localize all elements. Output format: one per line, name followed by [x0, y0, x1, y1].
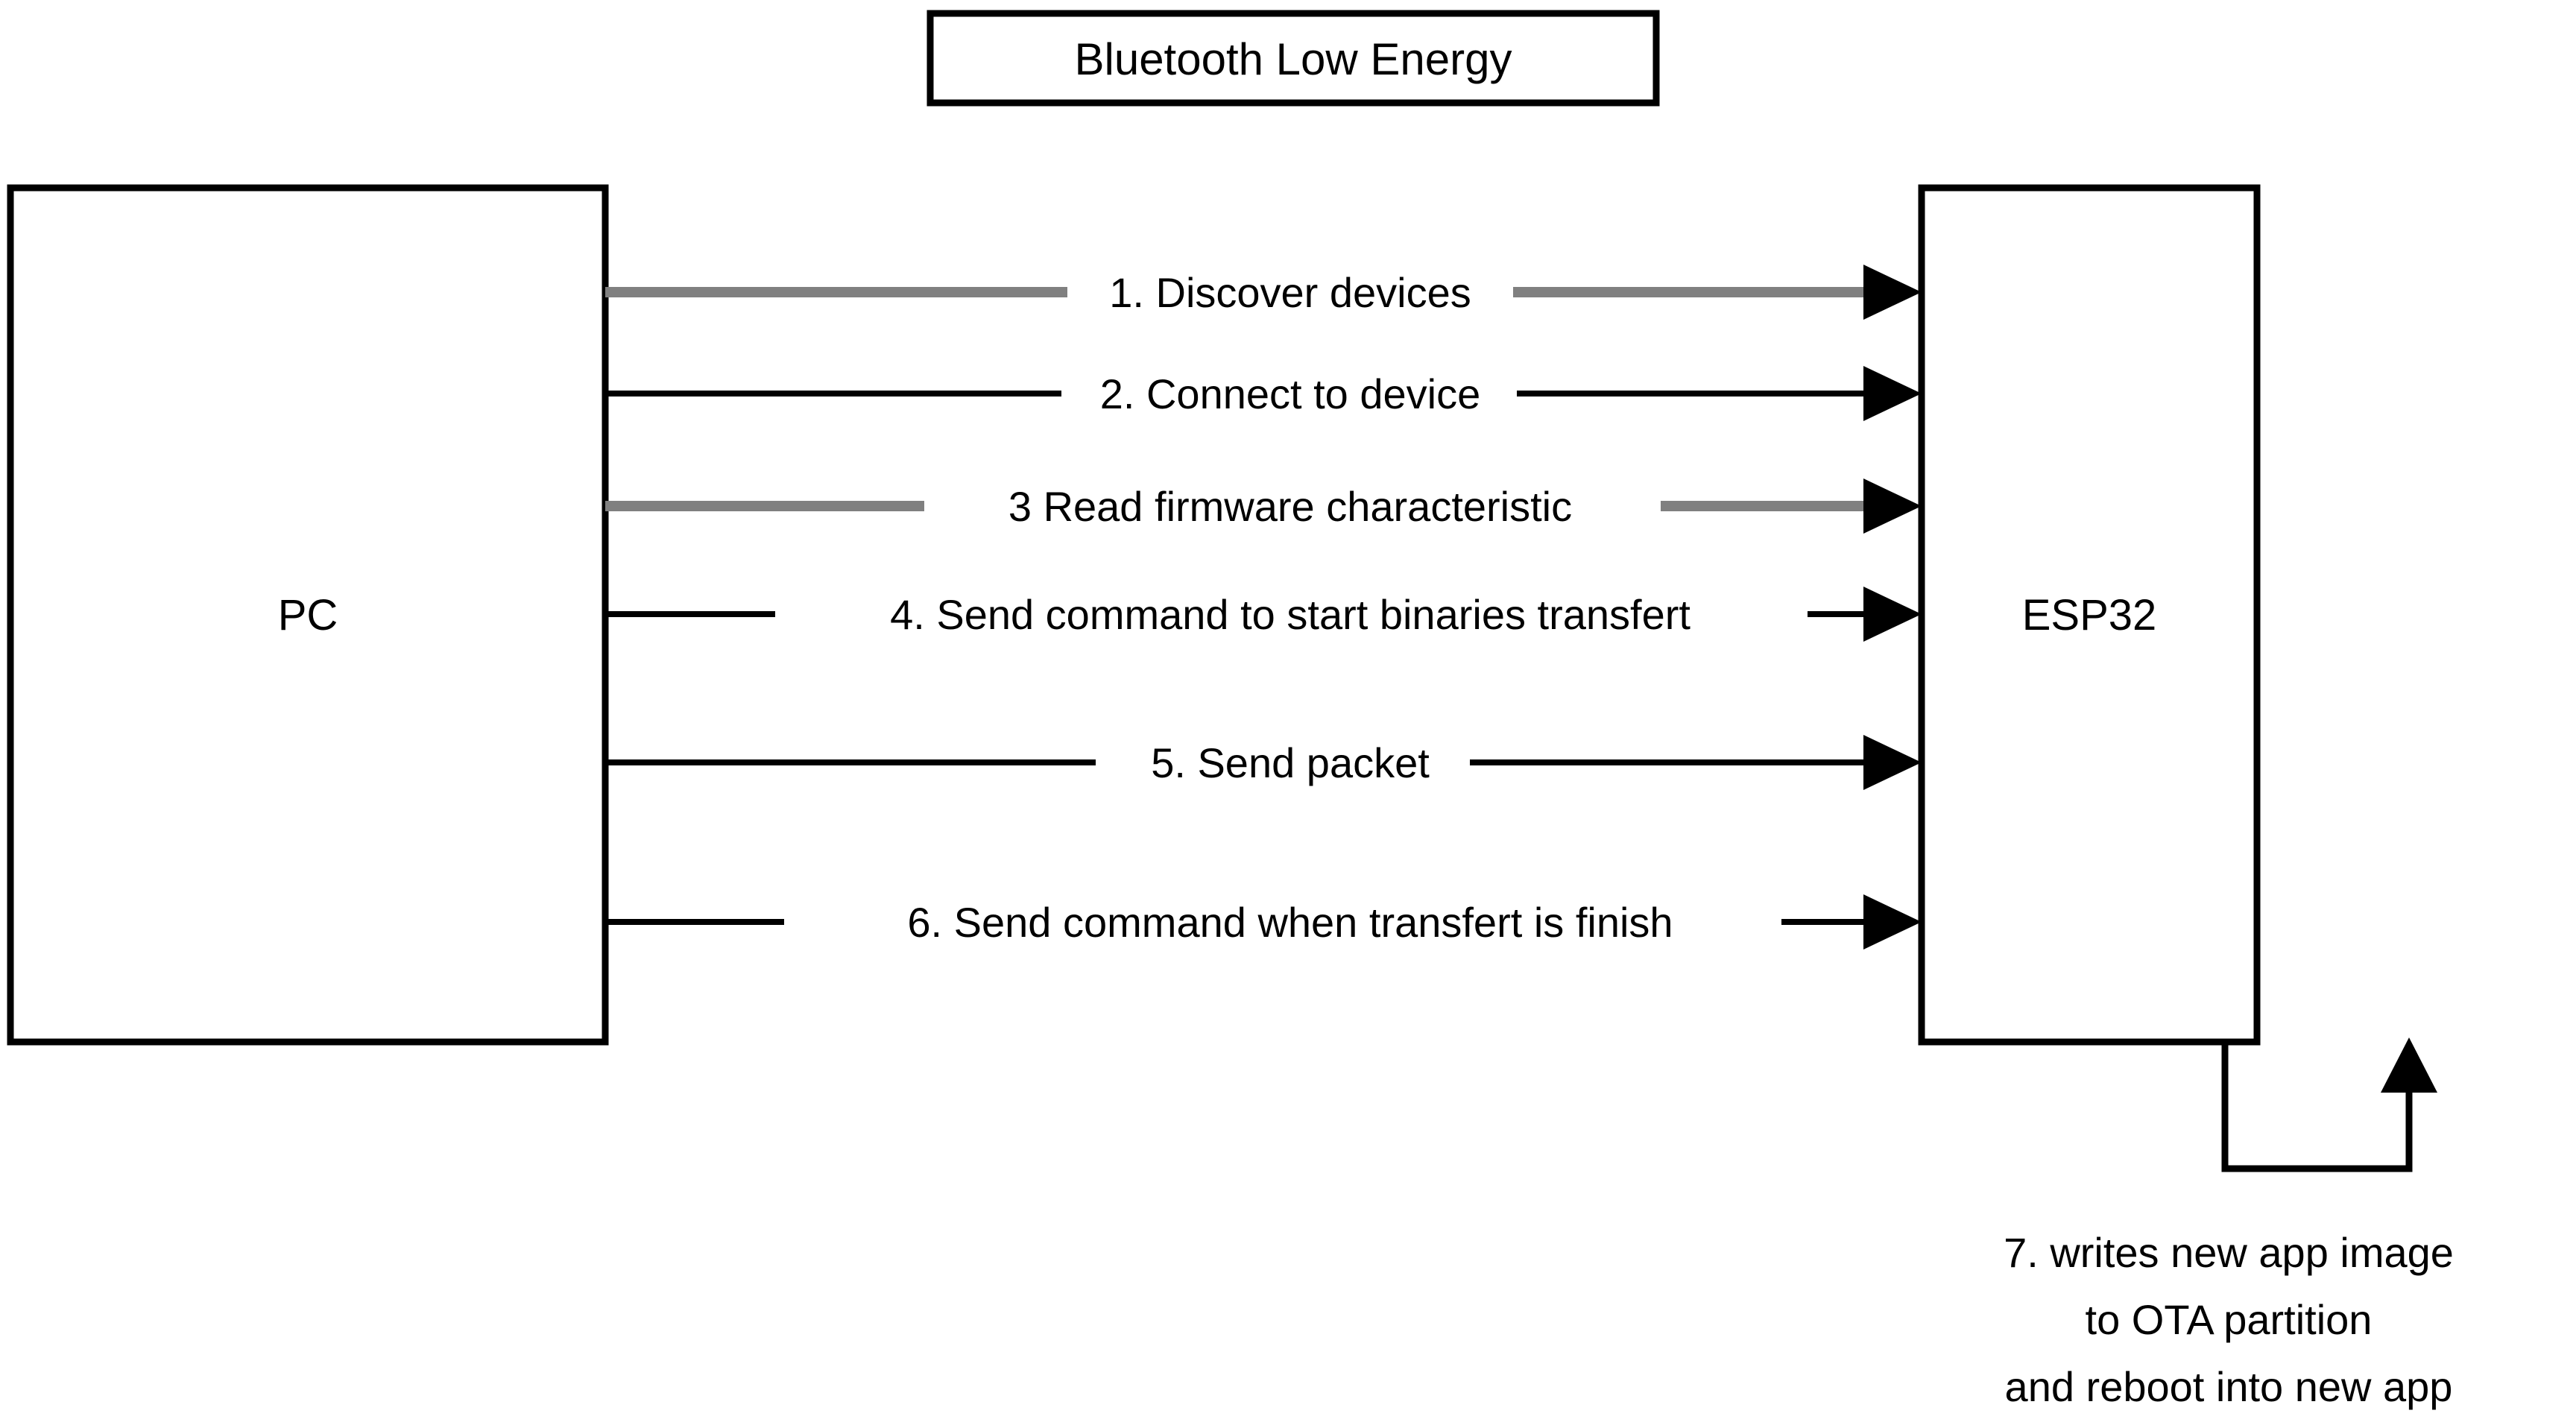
node-esp32: ESP32 — [1918, 184, 2261, 1046]
message-label-4: 4. Send command to start binaries transf… — [890, 591, 1690, 638]
node-pc-label: PC — [278, 591, 338, 639]
message-label-2: 2. Connect to device — [1100, 370, 1481, 417]
title-box-label: Bluetooth Low Energy — [1074, 34, 1512, 84]
self-loop-note-line-3: and reboot into new app — [2005, 1363, 2453, 1410]
node-esp32-label: ESP32 — [2022, 591, 2157, 639]
self-loop-note-line-2: to OTA partition — [2086, 1296, 2373, 1343]
title-box: Bluetooth Low Energy — [926, 10, 1660, 107]
self-loop-arrow-7 — [2221, 1037, 2437, 1172]
message-arrow-5: 5. Send packet — [605, 735, 1922, 790]
message-arrow-4: 4. Send command to start binaries transf… — [605, 587, 1922, 642]
message-arrow-6: 6. Send command when transfert is finish — [605, 894, 1922, 950]
node-pc: PC — [7, 184, 609, 1046]
message-label-6: 6. Send command when transfert is finish — [907, 899, 1673, 946]
message-arrow-2: 2. Connect to device — [605, 366, 1922, 421]
message-label-3: 3 Read firmware characteristic — [1008, 483, 1572, 530]
self-loop-note-line-1: 7. writes new app image — [2004, 1229, 2454, 1276]
message-label-1: 1. Discover devices — [1109, 269, 1471, 316]
self-loop-note-7: 7. writes new app image to OTA partition… — [2004, 1229, 2454, 1410]
message-arrow-1: 1. Discover devices — [605, 265, 1922, 320]
message-label-5: 5. Send packet — [1151, 739, 1430, 786]
message-arrow-3: 3 Read firmware characteristic — [605, 478, 1922, 534]
